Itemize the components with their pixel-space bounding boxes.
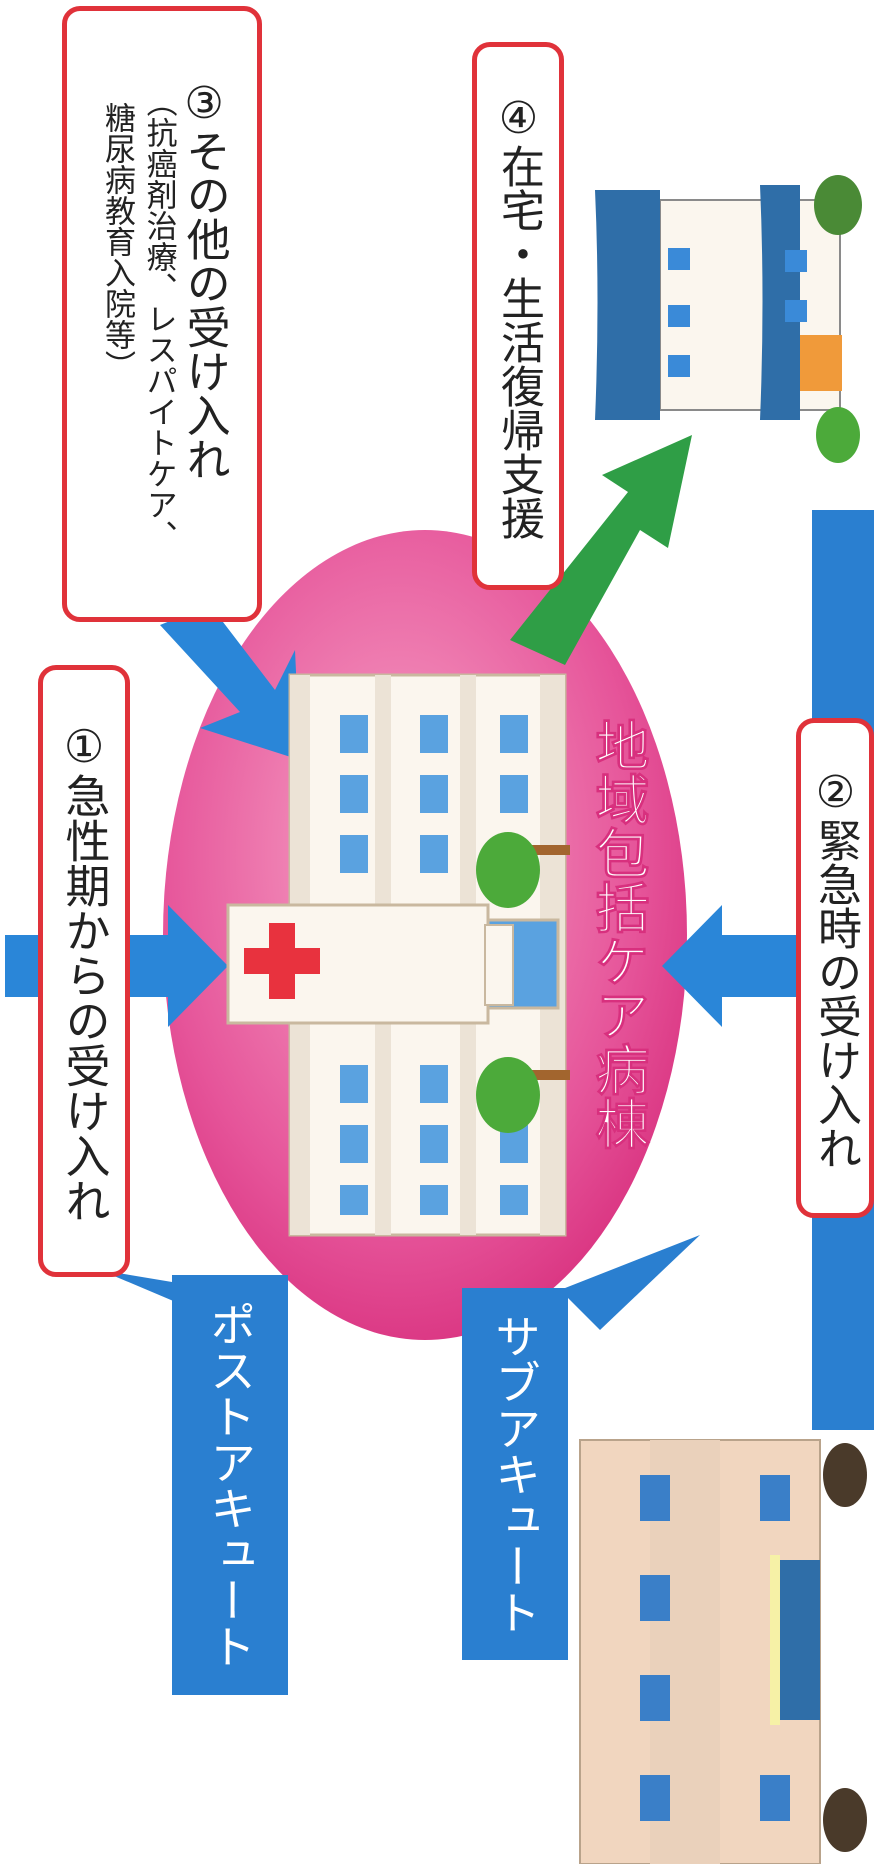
- arrow-from-other: [160, 605, 300, 760]
- arrow-from-emergency: [662, 905, 810, 1027]
- ward-title: 地域包括ケア病棟: [586, 718, 650, 1151]
- acute-admission-label: ①急性期からの受け入れ: [57, 719, 111, 1223]
- acute-admission-box: ①急性期からの受け入れ: [38, 665, 130, 1277]
- ward-title-wrap: 地域包括ケア病棟: [582, 718, 652, 1238]
- other-admission-title: ③その他の受け入れ: [178, 77, 230, 481]
- other-admission-detail-2: 糖尿病教育入院等）: [99, 101, 135, 381]
- post-acute-label-box: ポストアキュート: [172, 1275, 288, 1695]
- home-support-box: ④在宅・生活復帰支援: [472, 42, 564, 590]
- emergency-admission-box: ②緊急時の受け入れ: [796, 718, 874, 1218]
- other-admission-box: ③その他の受け入れ （抗癌剤治療、レスパイトケア、 糖尿病教育入院等）: [62, 6, 262, 622]
- red-cross-icon: [244, 923, 320, 999]
- sub-acute-label: サブアキュート: [488, 1313, 542, 1635]
- tree-icon: [476, 832, 570, 1133]
- sub-acute-label-box: サブアキュート: [462, 1288, 568, 1660]
- other-admission-detail-1: （抗癌剤治療、レスパイトケア、: [140, 85, 177, 551]
- home-support-label: ④在宅・生活復帰支援: [493, 92, 544, 540]
- emergency-admission-label: ②緊急時の受け入れ: [810, 766, 861, 1170]
- clinic-icon: [579, 1439, 867, 1864]
- house-icon: [595, 175, 862, 463]
- arrow-to-home: [510, 435, 692, 665]
- sub-acute-tail: [560, 1235, 700, 1330]
- hospital-icon: [226, 673, 567, 1237]
- post-acute-label: ポストアキュート: [203, 1301, 257, 1669]
